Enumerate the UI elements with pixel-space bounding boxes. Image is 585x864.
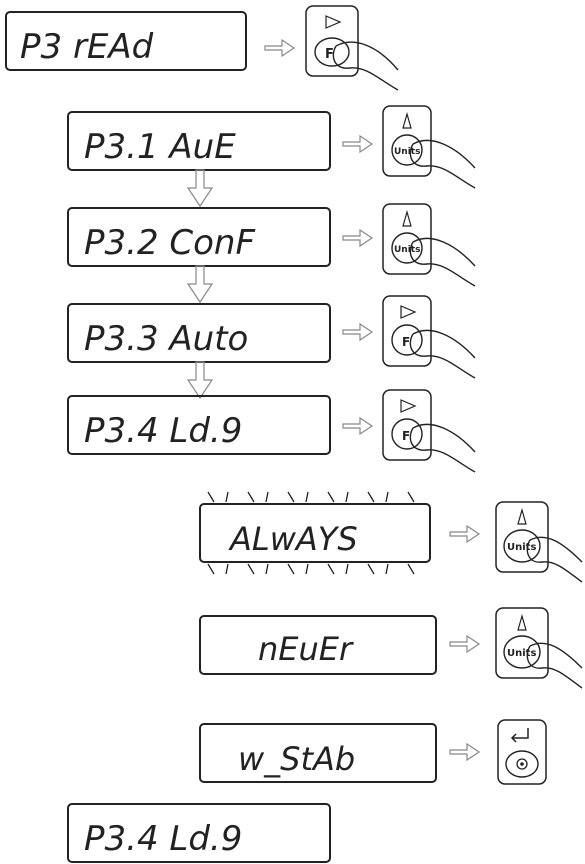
- f-key-button[interactable]: F: [382, 295, 476, 379]
- finger-icon: [409, 423, 476, 473]
- right-arrow-icon: [342, 322, 374, 342]
- lcd-text: P3.1 AuE: [84, 127, 236, 167]
- right-arrow-icon: [449, 742, 481, 762]
- down-arrow-icon: [186, 169, 214, 208]
- key-label: Units: [507, 648, 536, 659]
- enter-key-button[interactable]: Enter: [497, 718, 547, 785]
- right-arrow-icon: [449, 634, 481, 654]
- units-key-button[interactable]: Units: [382, 105, 476, 189]
- lcd-text: ALwAYS: [228, 520, 358, 558]
- lcd-text: w_StAb: [238, 740, 355, 778]
- key-label: F: [325, 47, 334, 62]
- lcd-text: P3.3 Auto: [84, 319, 248, 359]
- lcd-text: P3 rEAd: [20, 27, 154, 67]
- finger-icon: [409, 237, 476, 287]
- blink-rays-top: [207, 491, 415, 503]
- f-key-button[interactable]: F: [305, 5, 399, 91]
- right-arrow-icon: [342, 416, 374, 436]
- finger-icon: [332, 41, 399, 91]
- blink-rays-bottom: [207, 563, 415, 575]
- key-label: F: [402, 429, 410, 443]
- lcd-display-p34-final: [67, 803, 331, 863]
- key-label: Units: [394, 147, 420, 157]
- lcd-display-p3-read: [5, 11, 247, 71]
- right-arrow-icon: [264, 38, 296, 58]
- lcd-text: P3.4 Ld.9: [84, 819, 242, 859]
- lcd-text: P3.4 Ld.9: [84, 411, 242, 451]
- lcd-display-never: [199, 615, 437, 675]
- units-key-button[interactable]: Units: [495, 501, 583, 583]
- lcd-text: P3.2 ConF: [84, 223, 255, 263]
- row-always: ALwAYS Units: [199, 491, 583, 583]
- row-w-stab: w_StAb Enter: [199, 718, 547, 785]
- row-p34-ldig: P3.4 Ld.9 F: [67, 389, 476, 473]
- key-label: Units: [507, 542, 536, 553]
- down-arrow-icon: [186, 265, 214, 304]
- row-p3-read: P3 rEAd F: [5, 5, 399, 91]
- finger-icon: [409, 329, 476, 379]
- lcd-display-always: [199, 503, 431, 563]
- units-key-button[interactable]: Units: [495, 607, 583, 689]
- enter-icon: [510, 728, 529, 743]
- key-label: Units: [394, 245, 420, 255]
- row-p34-final: P3.4 Ld.9: [67, 803, 331, 863]
- finger-icon: [526, 642, 583, 689]
- finger-icon: [526, 536, 583, 583]
- right-arrow-icon: [342, 134, 374, 154]
- row-p33-auto: P3.3 Auto F: [67, 295, 476, 379]
- down-arrow-icon: [186, 361, 214, 400]
- units-key-button[interactable]: Units: [382, 203, 476, 287]
- lcd-display-p34-ldig: [67, 395, 331, 455]
- finger-icon: [409, 139, 476, 189]
- lcd-display-w-stab: [199, 723, 437, 783]
- row-never: nEuEr Units: [199, 607, 583, 689]
- key-label: F: [402, 335, 410, 349]
- f-key-button[interactable]: F: [382, 389, 476, 473]
- right-arrow-icon: [342, 228, 374, 248]
- row-p31-ave: P3.1 AuE Units: [67, 105, 476, 189]
- row-p32-conf: P3.2 ConF Units: [67, 203, 476, 287]
- right-arrow-icon: [449, 524, 481, 544]
- lcd-text: nEuEr: [258, 630, 354, 668]
